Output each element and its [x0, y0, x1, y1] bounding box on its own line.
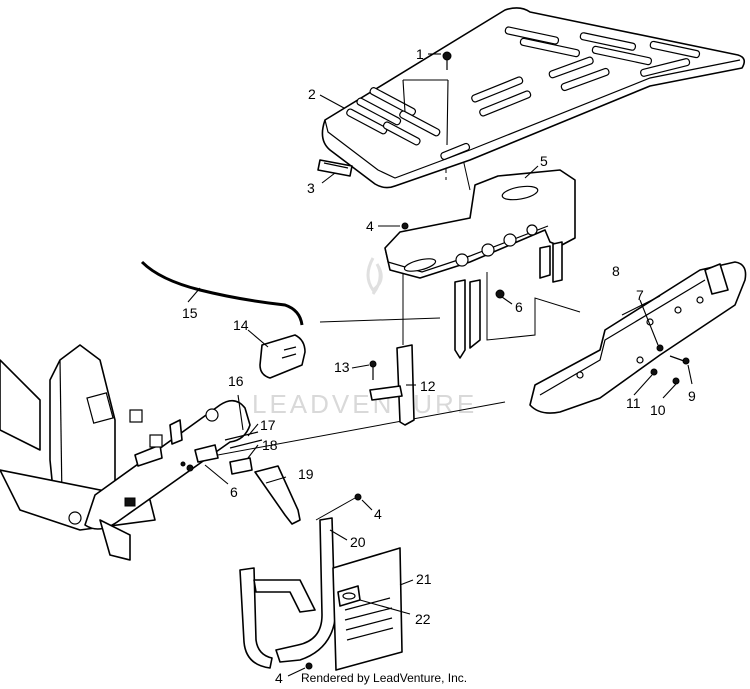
callout-14: 14: [233, 317, 249, 333]
callout-10: 10: [650, 402, 666, 418]
callout-5: 5: [540, 153, 548, 169]
plate-22: [337, 585, 361, 607]
bracket-12: [369, 344, 415, 426]
callout-4-top: 4: [366, 218, 374, 234]
callout-4-mid: 4: [374, 506, 382, 522]
watermark-text: LEADVENTURE: [252, 389, 477, 419]
callout-6-lower: 6: [230, 484, 238, 500]
screw-4-bottom: [305, 662, 313, 670]
hardware-16-18: [180, 431, 263, 475]
tail-light-14: [259, 334, 306, 379]
callout-labels: 1 2 3 4 5 6 7 8 9 10 11 12 13 14 15 16 1…: [182, 46, 696, 686]
callout-16: 16: [228, 373, 244, 389]
callout-12: 12: [420, 378, 436, 394]
mud-flap-21: [332, 547, 403, 671]
wire-harness-15: [140, 260, 304, 326]
callout-20: 20: [350, 534, 366, 550]
callout-21: 21: [416, 571, 432, 587]
leader-lines: [187, 53, 693, 677]
callout-9: 9: [688, 388, 696, 404]
callout-18: 18: [262, 437, 278, 453]
callout-4-bottom: 4: [275, 670, 283, 686]
callout-7: 7: [636, 287, 644, 303]
rack-support-bracket: [384, 169, 576, 359]
screw-4-mid: [354, 493, 362, 501]
plate-3: [317, 159, 353, 177]
rack-slots: [346, 26, 701, 161]
mud-flap-bracket-20: [239, 517, 336, 669]
callout-11: 11: [626, 395, 641, 411]
callout-22: 22: [415, 611, 431, 627]
hardware-7-11: [650, 344, 690, 385]
callout-17: 17: [260, 417, 276, 433]
screw-4-top: [401, 222, 409, 230]
bolt-1: [442, 51, 452, 70]
rendered-by-credit: Rendered by LeadVenture, Inc.: [301, 671, 467, 685]
vehicle-frame: [0, 344, 251, 561]
rear-bumper-rail: [529, 261, 747, 414]
callout-13: 13: [334, 359, 350, 375]
callout-19: 19: [298, 466, 314, 482]
callout-15: 15: [182, 305, 198, 321]
connector-bar-19: [254, 465, 301, 525]
callout-1: 1: [416, 46, 424, 62]
callout-6-upper: 6: [515, 299, 523, 315]
watermark: LEADVENTURE: [252, 257, 477, 419]
callout-2: 2: [308, 86, 316, 102]
callout-8: 8: [612, 263, 620, 279]
rear-rack: [321, 7, 746, 189]
screw-13: [369, 360, 377, 380]
callout-3: 3: [307, 180, 315, 196]
nut-6-upper: [495, 289, 505, 299]
